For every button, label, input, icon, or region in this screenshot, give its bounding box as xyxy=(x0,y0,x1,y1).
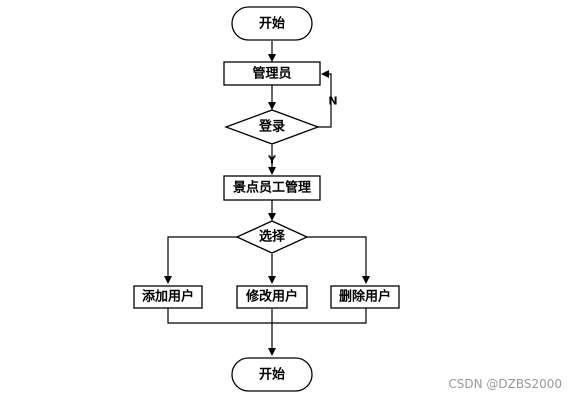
node-add-user: 添加用户 xyxy=(133,285,203,309)
node-admin-label: 管理员 xyxy=(252,66,291,82)
node-end: 开始 xyxy=(231,357,313,392)
edge-choose-to-add xyxy=(164,236,237,284)
edge-choose-to-delete xyxy=(307,236,370,284)
watermark: CSDN @DZBS2000 xyxy=(448,377,562,391)
node-staff-management-label: 景点员工管理 xyxy=(233,180,311,196)
node-end-label: 开始 xyxy=(259,367,285,383)
node-choose-label: 选择 xyxy=(259,229,286,245)
node-edit-user: 修改用户 xyxy=(236,285,308,309)
node-add-user-label: 添加用户 xyxy=(142,289,194,305)
node-login-label: 登录 xyxy=(258,119,285,135)
edge-label-no: N xyxy=(328,95,337,108)
node-admin: 管理员 xyxy=(223,61,321,86)
edge-label-yes: Y xyxy=(267,154,277,167)
node-login: 登录 xyxy=(224,109,320,145)
node-start: 开始 xyxy=(231,6,313,41)
node-staff-management: 景点员工管理 xyxy=(223,175,321,201)
connectors xyxy=(164,41,370,356)
edge-login-retry-loop xyxy=(318,70,332,128)
node-edit-user-label: 修改用户 xyxy=(245,289,298,305)
node-start-label: 开始 xyxy=(259,16,285,32)
node-choose: 选择 xyxy=(235,220,309,254)
edge-merge-branches xyxy=(167,308,367,324)
node-delete-user: 删除用户 xyxy=(330,285,400,309)
node-delete-user-label: 删除用户 xyxy=(339,289,391,305)
